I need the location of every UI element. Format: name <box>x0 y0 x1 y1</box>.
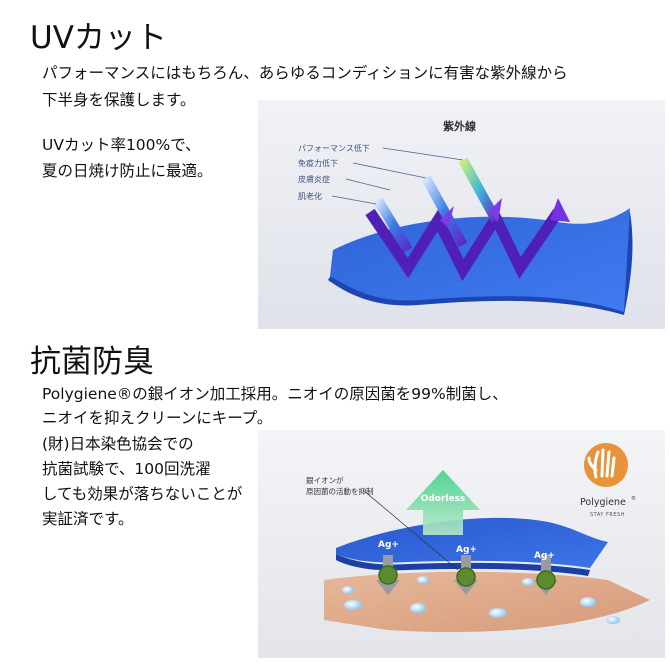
uv-diagram-title: 紫外線 <box>443 119 476 133</box>
uv-diagram: 紫外線 パフォーマンス低下 免疫力低下 皮膚炎症 肌老化 <box>258 100 665 329</box>
uv-label-immunity: 免疫力低下 <box>298 158 338 168</box>
antibacterial-line3: (財)日本染色協会での <box>42 435 194 453</box>
antibacterial-line6: 実証済です。 <box>42 510 134 528</box>
bacteria <box>378 565 556 590</box>
antibacterial-heading: 抗菌防臭 <box>30 344 154 380</box>
ag-label-3: Ag+ <box>534 551 555 561</box>
polygiene-brand: Polygiene <box>580 497 626 508</box>
antibacterial-diagram: Odorless Ag+ Ag+ Ag+ 銀イオンが 原因菌の活動を抑制 Pol… <box>258 430 665 658</box>
uv-description-line1: パフォーマンスにはもちろん、あらゆるコンディションに有害な紫外線から <box>42 64 568 82</box>
antibacterial-line2: ニオイを抑えクリーンにキープ。 <box>42 409 273 427</box>
antibacterial-line4: 抗菌試験で、100回洗濯 <box>42 460 211 478</box>
odorless-arrow <box>406 470 480 535</box>
uv-rate-line2: 夏の日焼け防止に最適。 <box>42 162 213 180</box>
uv-rate-line1: UVカット率100%で、 <box>42 136 201 154</box>
uv-label-skin-aging: 肌老化 <box>298 191 322 201</box>
callout-line2: 原因菌の活動を抑制 <box>306 486 374 496</box>
polygiene-registered: ® <box>631 495 636 502</box>
antibacterial-line1: Polygiene®の銀イオン加工採用。ニオイの原因菌を99%制菌し、 <box>42 385 508 403</box>
callout-line1: 銀イオンが <box>306 475 344 485</box>
bacteria-droplets <box>342 576 620 624</box>
ag-label-1: Ag+ <box>378 540 399 550</box>
skin-layer <box>324 571 650 633</box>
fabric-layer <box>336 517 608 568</box>
uv-label-skin-inflammation: 皮膚炎症 <box>298 174 330 184</box>
polygiene-logo: Polygiene ® STAY FRESH <box>580 443 636 518</box>
uv-heading: UVカット <box>30 20 167 56</box>
ag-label-2: Ag+ <box>456 545 477 555</box>
antibacterial-line5: しても効果が落ちないことが <box>42 485 243 503</box>
uv-label-performance: パフォーマンス低下 <box>298 143 370 153</box>
polygiene-tagline: STAY FRESH <box>590 512 625 518</box>
uv-description-line2: 下半身を保護します。 <box>42 91 196 109</box>
odorless-label: Odorless <box>421 494 466 504</box>
